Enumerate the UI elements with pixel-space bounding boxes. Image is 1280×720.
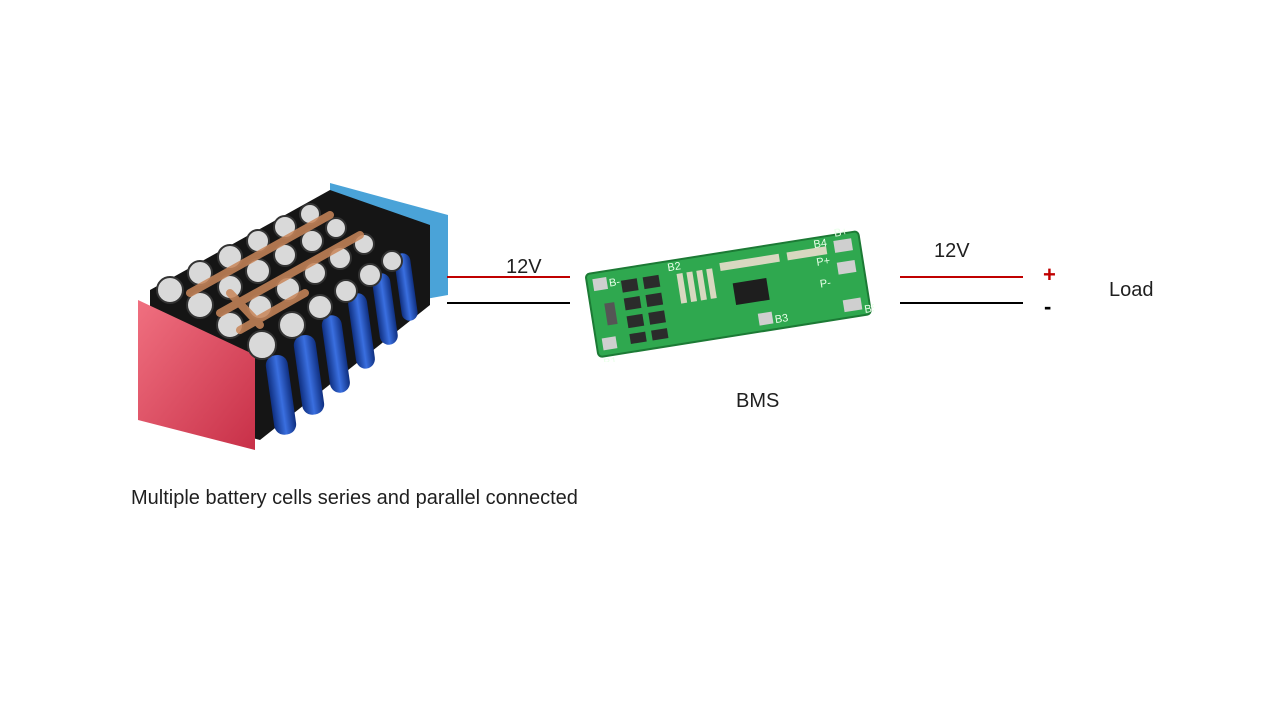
pad-b-minus: B-	[608, 276, 621, 290]
nickel-strips	[186, 211, 364, 334]
battery-cells-side	[265, 253, 418, 435]
battery-cell-tops	[156, 203, 403, 360]
battery-wrap	[138, 300, 255, 450]
load-label: Load	[1109, 279, 1154, 301]
pad-p-minus: P-	[819, 277, 832, 291]
bms-pad-labels: B- B1 B2 B3 B4 B5 B+ P+ P-	[603, 226, 874, 362]
battery-positive-wire	[447, 276, 570, 278]
negative-sign: -	[1044, 294, 1052, 319]
output-voltage-label: 12V	[934, 240, 970, 262]
pad-p-plus: P+	[816, 255, 831, 269]
battery-caption: Multiple battery cells series and parall…	[131, 487, 578, 509]
bms-board-image: B- B1 B2 B3 B4 B5 B+ P+ P-	[584, 222, 874, 362]
bms-pads	[592, 238, 863, 351]
load-negative-wire	[900, 302, 1023, 304]
load-positive-wire	[900, 276, 1023, 278]
bms-label: BMS	[736, 390, 780, 412]
pad-b3: B3	[774, 312, 789, 326]
mosfets	[604, 274, 669, 344]
smd-components	[676, 246, 828, 304]
pcb	[585, 230, 872, 358]
bms-ic	[732, 277, 770, 306]
positive-sign: +	[1043, 262, 1056, 287]
battery-pack-image	[130, 175, 460, 460]
pad-b-plus: B+	[833, 226, 848, 240]
pad-b5: B5	[864, 302, 874, 316]
pad-b4: B4	[813, 237, 828, 251]
pad-b1: B1	[603, 355, 618, 362]
pad-b2: B2	[667, 260, 682, 274]
battery-negative-wire	[447, 302, 570, 304]
battery-voltage-label: 12V	[506, 256, 542, 278]
bms-board-illustration: B- B1 B2 B3 B4 B5 B+ P+ P-	[585, 226, 874, 362]
battery-pack-illustration	[138, 183, 448, 450]
